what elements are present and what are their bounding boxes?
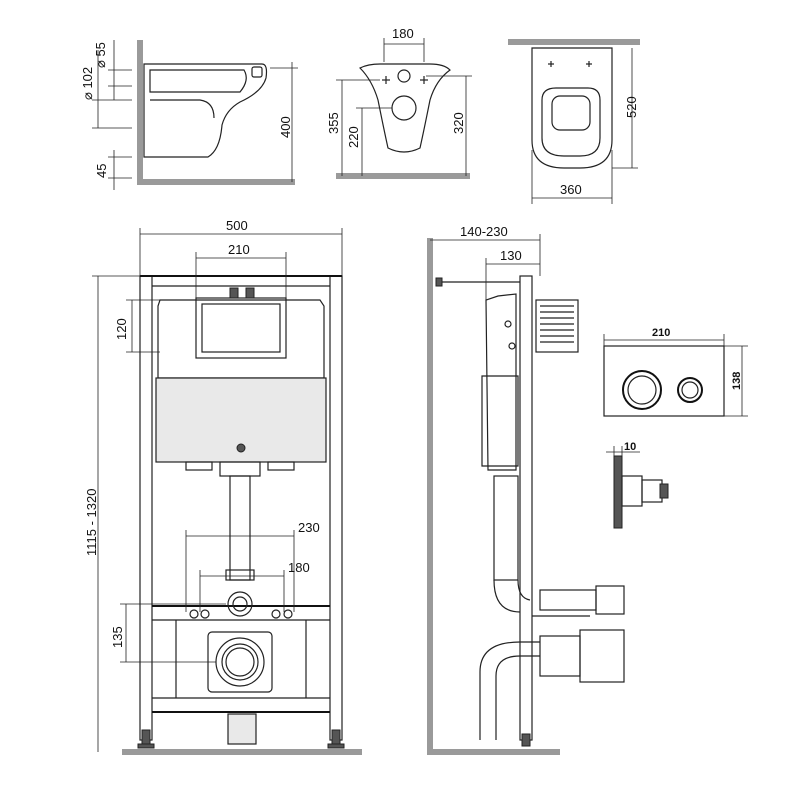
dim-210-plate: 210 [652,327,670,339]
bolt-hole-right [420,76,428,84]
dim-130: 130 [500,248,522,263]
dim-400: 400 [278,116,293,138]
dim-120: 120 [114,318,129,340]
dim-320: 320 [451,112,466,134]
dim-140-230: 140-230 [460,224,508,239]
dim-500: 500 [226,218,248,233]
dim-180-top: 180 [392,26,414,41]
frame-front-view: 500 210 120 1115 - 1320 230 180 135 [84,218,362,755]
dim-diameter-102: ⌀ 102 [80,67,95,100]
flush-button-large [622,370,662,410]
bolt-hole-left [382,76,390,84]
cover-fixing-marks [548,61,592,67]
dim-520: 520 [624,96,639,118]
dim-360: 360 [560,182,582,197]
dim-210-frame: 210 [228,242,250,257]
dim-138: 138 [731,372,743,390]
flush-button-small [677,377,703,403]
dim-220: 220 [346,126,361,148]
dim-1115-1320: 1115 - 1320 [84,489,99,556]
flush-plate: 210 138 [603,327,748,417]
dim-diameter-55: ⌀ 55 [93,42,108,68]
dim-10: 10 [624,441,636,453]
flush-plate-side: 10 [606,441,669,529]
wc-side-view: ⌀ 55 ⌀ 102 45 400 [80,40,298,190]
frame-side-view: 140-230 130 [427,224,625,755]
dim-180-frame: 180 [288,560,310,575]
dim-355: 355 [326,112,341,134]
wc-top-view: 520 360 [508,39,640,204]
dim-135: 135 [110,626,125,648]
wc-mounting-view: 180 355 220 320 [326,26,472,179]
dim-230: 230 [298,520,320,535]
dim-45: 45 [94,164,109,178]
plate-ribs [540,305,574,343]
